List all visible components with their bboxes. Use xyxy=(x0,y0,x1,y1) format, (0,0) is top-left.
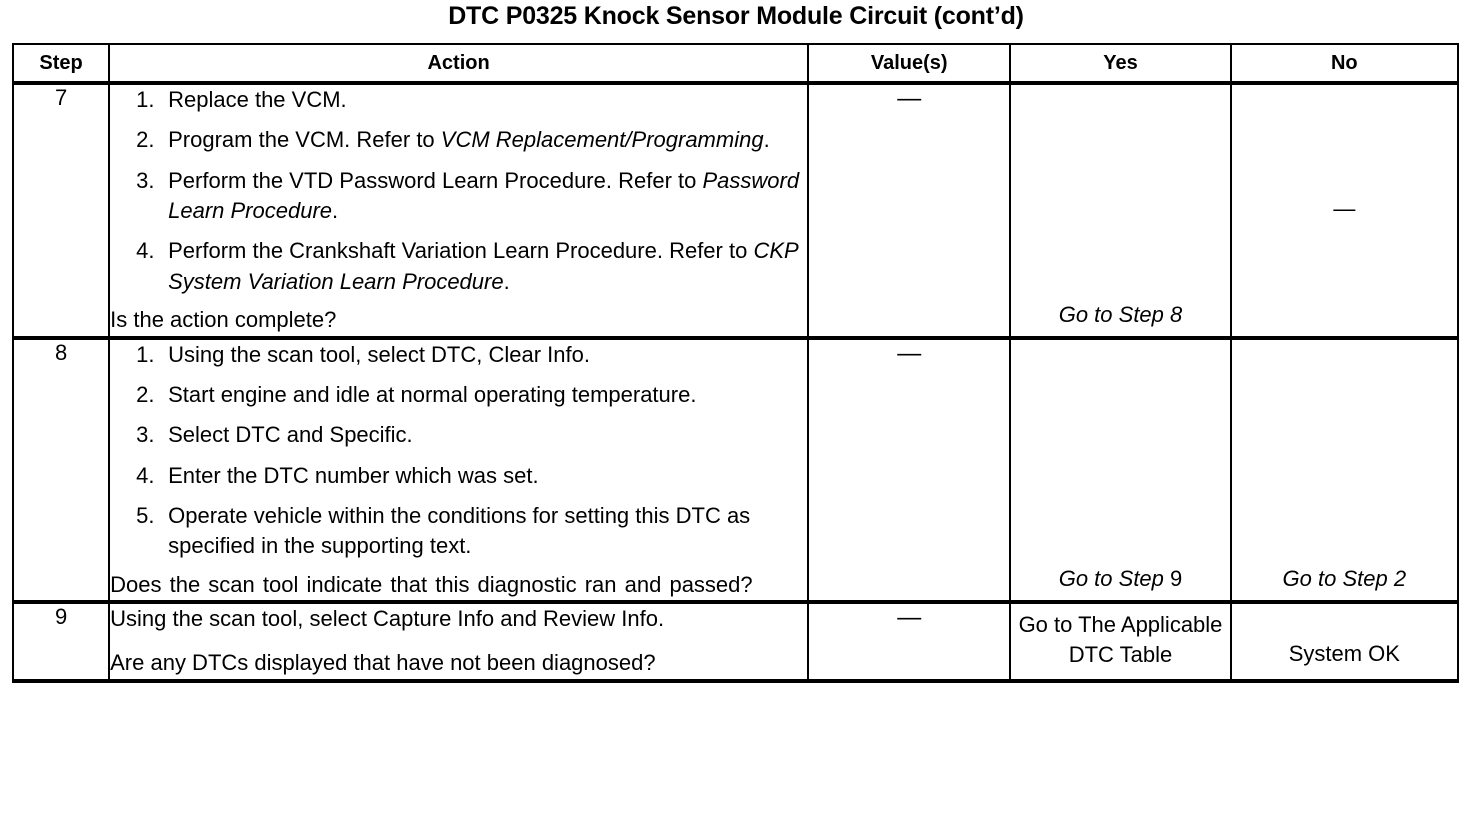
yes-cell: Go to Step 9 xyxy=(1009,335,1232,605)
list-item-text-tail: . xyxy=(763,127,770,153)
list-item-text: Program the VCM. Refer to xyxy=(168,127,441,153)
list-item-reference: CKP System Variation Learn Procedure xyxy=(168,238,798,294)
list-item-reference: VCM Replacement/Programming xyxy=(440,127,764,153)
table-header: Step Action Value(s) Yes No xyxy=(11,43,1460,85)
list-item-number: 4. xyxy=(136,238,155,264)
list-item: 3. Perform the VTD Password Learn Proced… xyxy=(110,166,807,227)
table-header-row: Step Action Value(s) Yes No xyxy=(11,43,1460,85)
no-cell: Go to Step 2 xyxy=(1229,335,1460,605)
list-item-number: 4. xyxy=(136,462,155,488)
list-item-reference: Password Learn Procedure xyxy=(168,167,800,224)
page-title: DTC P0325 Knock Sensor Module Circuit (c… xyxy=(448,2,1024,30)
yes-branch-text: Go to Step 9 xyxy=(1058,566,1183,592)
action-question: Are any DTCs displayed that have not bee… xyxy=(110,650,656,676)
list-item: 3. Select DTC and Specific. xyxy=(110,420,807,450)
list-item: 4. Enter the DTC number which was set. xyxy=(110,461,807,491)
diagnostic-table: Step Action Value(s) Yes No 7 1. Replace… xyxy=(11,43,1460,683)
action-step-list: 1. Replace the VCM. 2. Program the VCM. … xyxy=(110,85,807,297)
action-cell: 1. Using the scan tool, select DTC, Clea… xyxy=(108,335,810,605)
column-header-step: Step xyxy=(11,43,111,85)
list-item-number: 1. xyxy=(136,341,155,367)
list-item-text: Operate vehicle within the conditions fo… xyxy=(168,502,751,559)
column-header-yes: Yes xyxy=(1009,43,1232,85)
list-item-text: Select DTC and Specific. xyxy=(168,422,413,448)
list-item-number: 2. xyxy=(136,381,155,407)
column-header-action: Action xyxy=(108,43,810,85)
step-number-cell: 9 xyxy=(11,600,111,683)
yes-branch-text: Go to Step 8 xyxy=(1058,301,1183,327)
yes-cell: Go to Step 8 xyxy=(1009,81,1232,340)
action-cell: Using the scan tool, select Capture Info… xyxy=(108,600,810,683)
no-cell: System OK xyxy=(1229,600,1460,683)
step-number-cell: 7 xyxy=(11,81,111,340)
action-question: Does the scan tool indicate that this di… xyxy=(110,571,753,597)
list-item: 4. Perform the Crankshaft Variation Lear… xyxy=(110,236,807,297)
list-item-text: Replace the VCM. xyxy=(168,87,347,112)
yes-branch-text: Go to The Applicable DTC Table xyxy=(1018,612,1223,668)
column-header-no: No xyxy=(1229,43,1460,85)
no-branch-text: Go to Step 2 xyxy=(1282,566,1407,592)
list-item-number: 2. xyxy=(136,127,155,153)
action-cell: 1. Replace the VCM. 2. Program the VCM. … xyxy=(108,81,810,340)
yes-cell: Go to The Applicable DTC Table xyxy=(1009,600,1232,683)
list-item-text: Enter the DTC number which was set. xyxy=(168,462,539,488)
action-line: Using the scan tool, select Capture Info… xyxy=(110,606,665,632)
list-item-number: 5. xyxy=(136,502,155,528)
no-branch-text: — xyxy=(1333,196,1356,222)
list-item-text: Perform the VTD Password Learn Procedure… xyxy=(168,167,703,193)
action-question: Is the action complete? xyxy=(110,307,337,333)
table-row: 9 Using the scan tool, select Capture In… xyxy=(11,600,1460,683)
value-cell: — xyxy=(807,81,1012,340)
table-row: 7 1. Replace the VCM. 2. Program the VCM… xyxy=(11,81,1460,340)
list-item: 5. Operate vehicle within the conditions… xyxy=(110,501,807,562)
list-item-number: 3. xyxy=(136,422,155,448)
table-row: 8 1. Using the scan tool, select DTC, Cl… xyxy=(11,335,1460,605)
column-header-value: Value(s) xyxy=(807,43,1012,85)
list-item-text-tail: . xyxy=(503,268,510,294)
list-item-number: 3. xyxy=(136,167,155,193)
list-item-text: Start engine and idle at normal operatin… xyxy=(168,381,697,407)
action-step-list: 1. Using the scan tool, select DTC, Clea… xyxy=(110,340,807,562)
value-cell: — xyxy=(807,600,1012,683)
list-item-text: Perform the Crankshaft Variation Learn P… xyxy=(168,238,754,264)
list-item-text: Using the scan tool, select DTC, Clear I… xyxy=(168,341,590,367)
list-item-text-tail: . xyxy=(332,198,339,224)
no-branch-text: System OK xyxy=(1288,640,1400,666)
no-cell: — xyxy=(1229,81,1460,340)
list-item: 2. Start engine and idle at normal opera… xyxy=(110,380,807,410)
list-item-number: 1. xyxy=(136,87,155,112)
list-item: 2. Program the VCM. Refer to VCM Replace… xyxy=(110,125,807,155)
list-item: 1. Replace the VCM. xyxy=(110,85,807,115)
step-number-cell: 8 xyxy=(11,335,111,605)
list-item: 1. Using the scan tool, select DTC, Clea… xyxy=(110,340,807,370)
table-body: 7 1. Replace the VCM. 2. Program the VCM… xyxy=(11,81,1460,683)
value-cell: — xyxy=(807,335,1012,605)
